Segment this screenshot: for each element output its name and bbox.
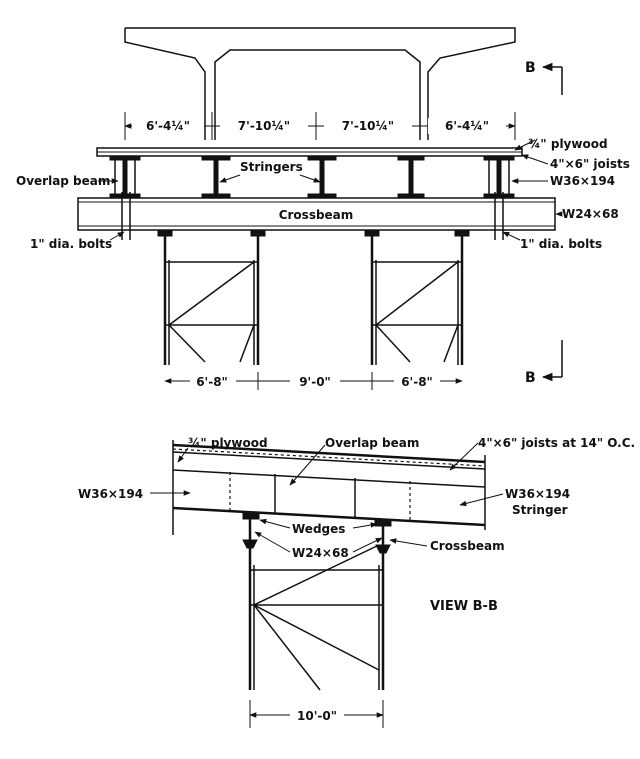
bolts-left-label: 1" dia. bolts bbox=[30, 237, 112, 251]
dim-6-8-right: 6'-8" bbox=[401, 375, 433, 389]
dim-10-0: 10'-0" bbox=[297, 709, 337, 723]
view-bb-beam bbox=[172, 440, 486, 535]
view-bb-shore bbox=[242, 512, 392, 691]
stringer bbox=[307, 156, 337, 198]
stringer bbox=[201, 156, 231, 198]
dim-6-4-right: 6'-4¼" bbox=[445, 119, 489, 133]
bb-wedges-label: Wedges bbox=[292, 522, 345, 536]
section-mark-top: B bbox=[525, 60, 563, 95]
dim-7-10-left: 7'-10¼" bbox=[238, 119, 290, 133]
bb-crossbeam-label: Crossbeam bbox=[430, 539, 505, 553]
shore-tower-left bbox=[157, 229, 266, 365]
svg-text:B: B bbox=[525, 60, 536, 76]
stringer bbox=[109, 156, 141, 198]
bb-span-dimension: 10'-0" bbox=[249, 700, 384, 728]
stringers-label: Stringers bbox=[240, 160, 303, 174]
crossbeam-size-label: W24×68 bbox=[562, 207, 619, 221]
svg-text:B: B bbox=[525, 370, 536, 386]
dim-6-8-left: 6'-8" bbox=[196, 375, 228, 389]
stringer bbox=[483, 156, 515, 198]
view-bb-title: VIEW B-B bbox=[430, 599, 498, 614]
dim-7-10-right: 7'-10¼" bbox=[342, 119, 394, 133]
stringer-size-label: W36×194 bbox=[550, 174, 615, 188]
plywood-and-joists bbox=[96, 147, 523, 157]
bb-plywood-label: ¾" plywood bbox=[188, 436, 268, 450]
plywood-label: ¾" plywood bbox=[528, 137, 608, 151]
stringers bbox=[109, 156, 515, 198]
bb-overlap-beam-label: Overlap beam bbox=[325, 436, 419, 450]
overlap-beam-label: Overlap beam bbox=[16, 174, 110, 188]
bb-joists-label: 4"×6" joists at 14" O.C. bbox=[478, 436, 635, 450]
bolts-right-label: 1" dia. bolts bbox=[520, 237, 602, 251]
dim-9-0: 9'-0" bbox=[299, 375, 331, 389]
box-girder bbox=[124, 27, 516, 140]
shore-tower-right bbox=[364, 229, 470, 365]
bb-crossbeam-size-label: W24×68 bbox=[292, 546, 349, 560]
bb-left-beam-label: W36×194 bbox=[78, 487, 143, 501]
stringer bbox=[397, 156, 425, 198]
bottom-dimension-line: 6'-8" 9'-0" 6'-8" bbox=[164, 372, 463, 390]
top-dimension-line: 6'-4¼" 7'-10¼" 7'-10¼" 6'-4¼" bbox=[124, 112, 516, 140]
crossbeam: Crossbeam bbox=[77, 192, 556, 240]
bb-stringer-label: Stringer bbox=[512, 503, 568, 517]
bb-right-beam-label: W36×194 bbox=[505, 487, 570, 501]
joists-label: 4"×6" joists bbox=[550, 157, 630, 171]
section-mark-bottom: B bbox=[525, 340, 563, 386]
dim-6-4-left: 6'-4¼" bbox=[146, 119, 190, 133]
crossbeam-label: Crossbeam bbox=[279, 208, 354, 222]
